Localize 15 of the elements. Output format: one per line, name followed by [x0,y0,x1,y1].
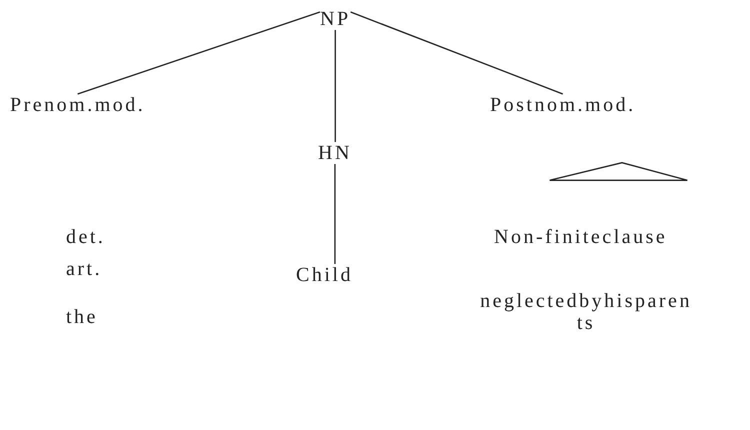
tree-branch [77,11,320,95]
phrase-label: NP [320,8,351,30]
word-label: the [66,306,98,328]
tree-branch [334,30,336,142]
head-label: HN [318,142,352,164]
constituent-label: Non-finiteclause [494,226,668,248]
word-label: det. [66,226,106,248]
word-label: neglectedbyhisparents [480,290,692,334]
constituent-label: Prenom.mod. [10,94,146,116]
tree-branch [334,164,336,264]
word-label: art. [66,258,102,280]
phrase-triangle [549,162,688,181]
constituent-label: Postnom.mod. [490,94,636,116]
word-label: Child [296,264,353,286]
tree-branch [350,11,564,95]
